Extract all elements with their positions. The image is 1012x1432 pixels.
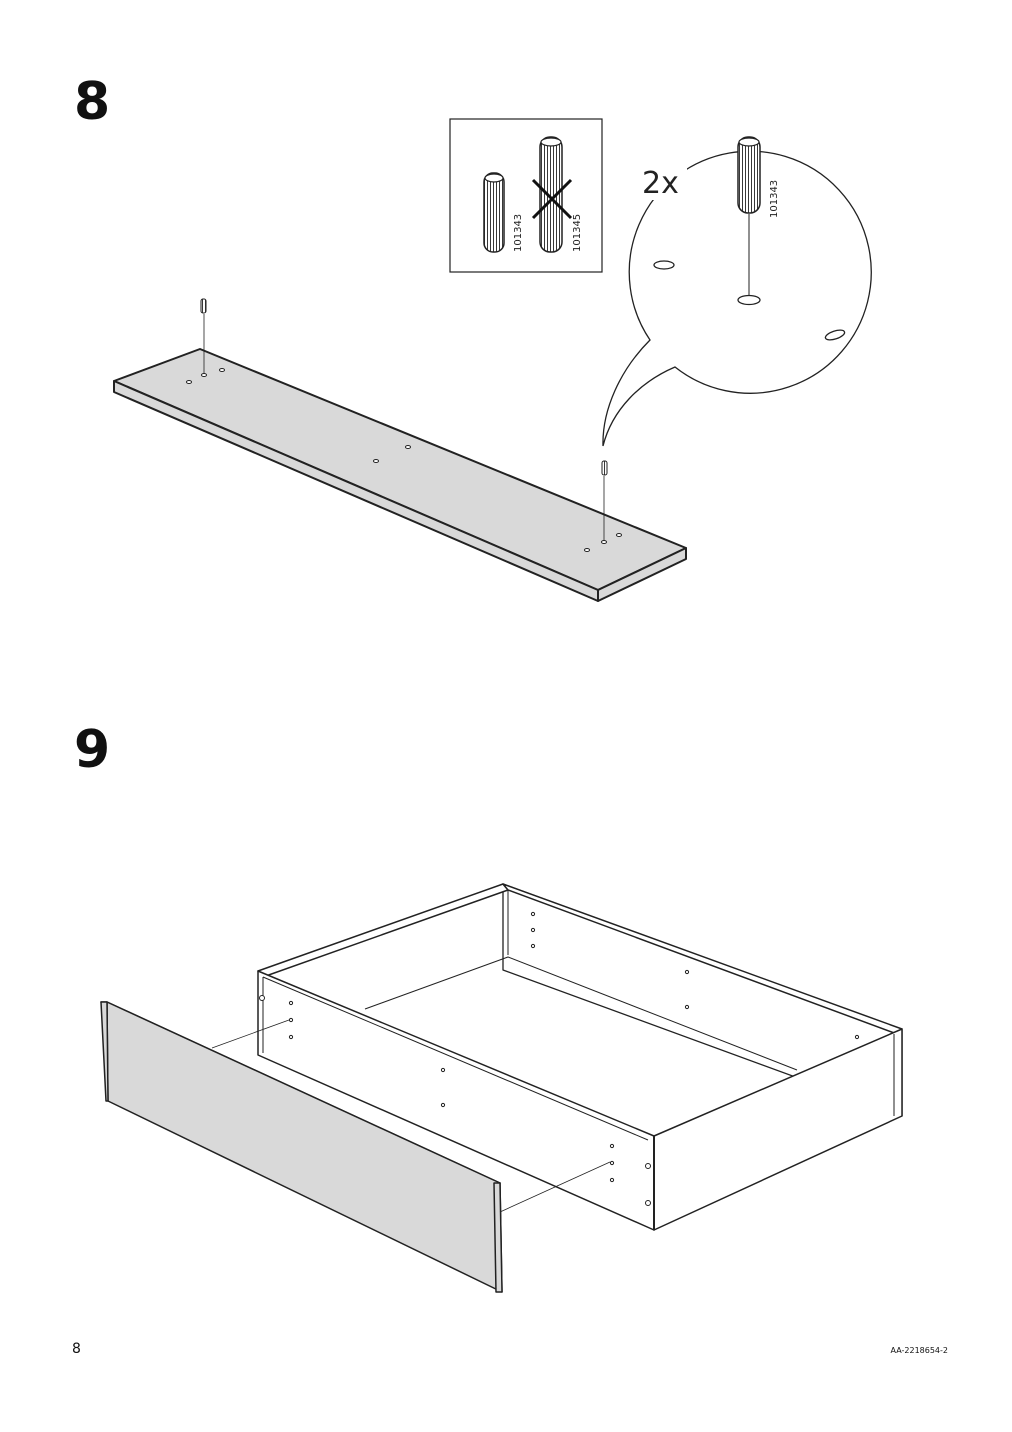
dowel-left [200, 298, 207, 377]
document-code: AA-2218654-2 [890, 1346, 948, 1355]
dowel-right [601, 460, 608, 544]
correct-dowel-icon [483, 172, 505, 253]
alignment-lines [211, 1019, 611, 1213]
quantity-label: 2x [642, 166, 679, 201]
cross-out-icon [531, 178, 573, 220]
callout-dowel-code: 101343 [769, 180, 780, 218]
detail-callout: 2x 101343 [602, 136, 872, 447]
drawer-box [257, 883, 903, 1231]
correct-dowel-code: 101343 [513, 214, 524, 252]
incorrect-dowel-icon [539, 136, 563, 253]
drawer-front-panel [100, 1001, 503, 1293]
hole-left [653, 260, 675, 270]
dowel-comparison-box: 101343 101345 [449, 118, 603, 273]
incorrect-dowel-code: 101345 [572, 214, 583, 252]
callout-dowel-icon [737, 136, 761, 297]
hole-right [824, 329, 846, 341]
step-8-number: 8 [74, 72, 111, 132]
hole-center [737, 294, 761, 306]
page-number: 8 [72, 1341, 81, 1357]
step-8-board [113, 348, 687, 602]
step-9-number: 9 [74, 720, 111, 780]
